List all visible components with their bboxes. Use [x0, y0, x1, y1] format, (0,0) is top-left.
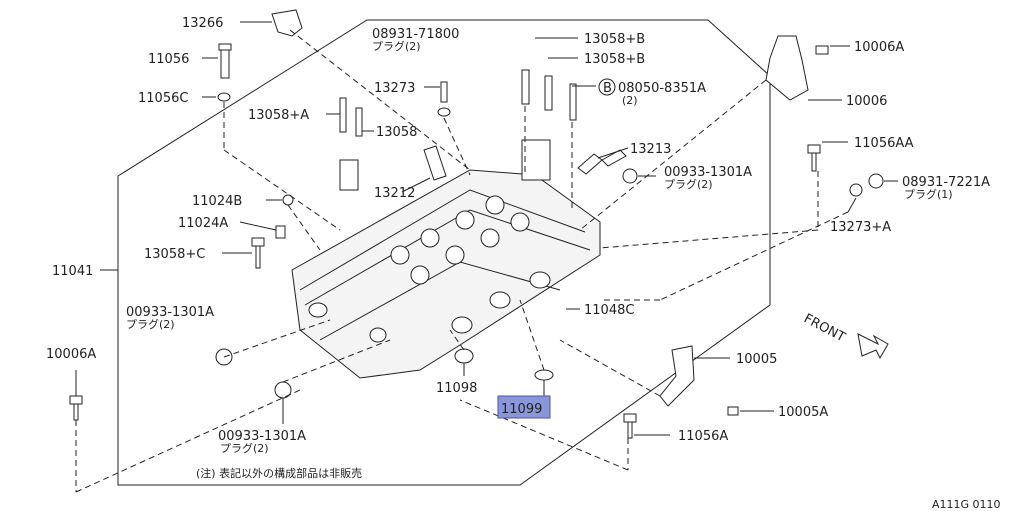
label-b-circle: B	[603, 81, 612, 96]
label-00933-1301a-right-sub: プラグ(2)	[664, 177, 713, 191]
label-11056c[interactable]: 11056C	[138, 91, 188, 106]
label-11099[interactable]: 11099	[501, 402, 542, 417]
part-13266-cap	[271, 9, 303, 37]
label-front: FRONT	[801, 311, 847, 345]
part-13058a-bolts	[339, 97, 363, 137]
label-10006a-top[interactable]: 10006A	[854, 40, 904, 55]
label-13058b-2[interactable]: 13058+B	[584, 52, 645, 67]
label-00933-1301a-bottom-sub: プラグ(2)	[220, 441, 269, 455]
part-11056-bolt	[218, 43, 232, 79]
label-10005[interactable]: 10005	[736, 352, 777, 367]
label-13212[interactable]: 13212	[374, 186, 415, 201]
label-11024a[interactable]: 11024A	[178, 216, 228, 231]
part-13273-plug	[437, 81, 451, 117]
dashed-assembly-lines	[75, 29, 849, 493]
part-13058c-bolt	[251, 237, 265, 269]
label-08050-8351a[interactable]: 08050-8351A	[618, 81, 706, 96]
part-11056a-bolt	[623, 413, 637, 439]
label-00933-1301a-left-sub: プラグ(2)	[126, 317, 175, 331]
label-13273[interactable]: 13273	[374, 81, 415, 96]
label-08931-71800[interactable]: 08931-71800	[372, 27, 459, 42]
label-10006a-left[interactable]: 10006A	[46, 347, 96, 362]
label-08931-7221a[interactable]: 08931-7221A	[902, 175, 990, 190]
label-10005a[interactable]: 10005A	[778, 405, 828, 420]
label-10006[interactable]: 10006	[846, 94, 887, 109]
front-arrow	[857, 333, 889, 360]
part-10005a-bolt	[727, 406, 739, 416]
part-11024a-pin	[275, 225, 286, 239]
label-13273a[interactable]: 13273+A	[830, 220, 891, 235]
label-11024b[interactable]: 11024B	[192, 194, 242, 209]
label-11056aa[interactable]: 11056AA	[854, 136, 914, 151]
part-10005-bracket	[659, 345, 695, 407]
assembly-frame	[117, 19, 771, 486]
part-13212-pipe	[423, 145, 447, 181]
label-00933-1301a-right[interactable]: 00933-1301A	[664, 165, 752, 180]
part-13058b-bolts	[521, 69, 577, 121]
part-10006-bracket	[765, 35, 809, 101]
diagram-code: A111G 0110	[932, 498, 1001, 511]
part-13213-sensors	[577, 149, 627, 175]
part-11056c-washer	[217, 92, 231, 102]
label-08050-8351a-qty: (2)	[622, 94, 638, 107]
part-10006a-bolt-left	[69, 395, 83, 421]
label-13266[interactable]: 13266	[182, 16, 223, 31]
part-11098-seal	[454, 348, 474, 364]
label-13058[interactable]: 13058	[376, 125, 417, 140]
label-11041[interactable]: 11041	[52, 264, 93, 279]
b-marker	[598, 78, 616, 96]
label-00933-1301a-left[interactable]: 00933-1301A	[126, 305, 214, 320]
part-11056aa-bolt	[807, 144, 821, 172]
label-11056a[interactable]: 11056A	[678, 429, 728, 444]
label-13058b-1[interactable]: 13058+B	[584, 32, 645, 47]
cylinder-head	[291, 139, 601, 379]
footnote: (注) 表記以外の構成部品は非販売	[196, 466, 362, 480]
part-13273a-washer	[849, 183, 863, 197]
label-08931-71800-sub: プラグ(2)	[372, 39, 421, 53]
label-00933-1301a-bottom[interactable]: 00933-1301A	[218, 429, 306, 444]
label-13058a[interactable]: 13058+A	[248, 108, 309, 123]
part-08931-plug-right	[868, 173, 884, 189]
label-13058c[interactable]: 13058+C	[144, 247, 205, 262]
label-13213[interactable]: 13213	[630, 142, 671, 157]
label-11048c[interactable]: 11048C	[584, 303, 634, 318]
label-08931-7221a-sub: プラグ(1)	[904, 187, 953, 201]
label-11056[interactable]: 11056	[148, 52, 189, 67]
label-11098[interactable]: 11098	[436, 381, 477, 396]
part-00933-plug-right	[622, 168, 638, 184]
part-11099-seal	[534, 369, 554, 381]
highlight-11099	[497, 395, 551, 419]
leader-lines	[75, 21, 898, 436]
part-10006a-bolt-top	[815, 45, 829, 55]
